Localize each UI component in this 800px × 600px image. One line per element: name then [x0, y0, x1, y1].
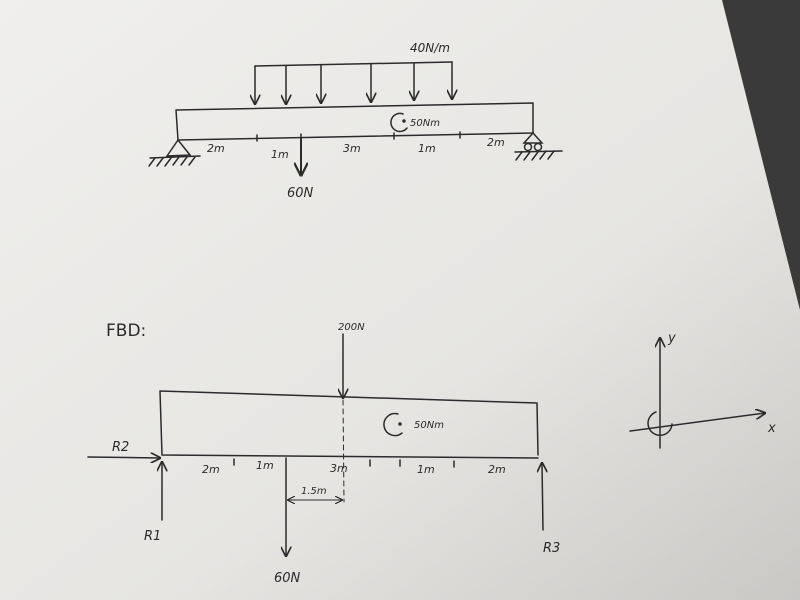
reaction-r3-arrow — [542, 463, 543, 531]
fbd-span-label: 2m — [202, 463, 220, 476]
top-beam — [175, 102, 534, 141]
y-axis-label: y — [667, 331, 676, 346]
reaction-r3-label: R3 — [543, 541, 560, 556]
distributed-load-arrows — [255, 61, 452, 104]
fbd-heading: FBD: — [106, 321, 146, 341]
fbd-moment-symbol-icon — [383, 412, 403, 437]
distributed-load-label: 40N/m — [410, 41, 450, 55]
coordinate-axes — [629, 338, 765, 449]
fbd-beam — [159, 390, 539, 459]
fbd-span-label: 3m — [330, 462, 348, 475]
roller-support-icon — [514, 131, 563, 161]
span-label: 2m — [207, 142, 225, 155]
axis-rotation-icon — [647, 411, 673, 437]
fbd-diagram — [87, 333, 543, 556]
span-label: 1m — [418, 142, 436, 155]
top-beam-diagram — [148, 61, 563, 175]
fbd-point-load-label: 60N — [274, 571, 301, 586]
fbd-moment-label: 50Nm — [414, 420, 444, 431]
reaction-r2-label: R2 — [112, 440, 129, 455]
span-label: 1m — [271, 148, 289, 161]
point-load-label: 60N — [287, 186, 314, 201]
resultant-load-label: 200N — [338, 322, 365, 333]
x-axis-arrow — [629, 413, 765, 432]
span-label: 2m — [487, 136, 505, 149]
reaction-r1-label: R1 — [144, 529, 161, 544]
moment-symbol-icon — [390, 112, 408, 133]
fbd-span-label: 1m — [256, 459, 274, 472]
pin-support-icon — [148, 138, 201, 167]
x-axis-label: x — [767, 421, 776, 436]
span-label: 3m — [343, 142, 361, 155]
fbd-span-label: 2m — [488, 463, 506, 476]
moment-label: 50Nm — [410, 118, 440, 129]
fbd-span-label: 1m — [417, 463, 435, 476]
reaction-r2-arrow — [87, 457, 160, 458]
offset-label: 1.5m — [301, 486, 327, 497]
